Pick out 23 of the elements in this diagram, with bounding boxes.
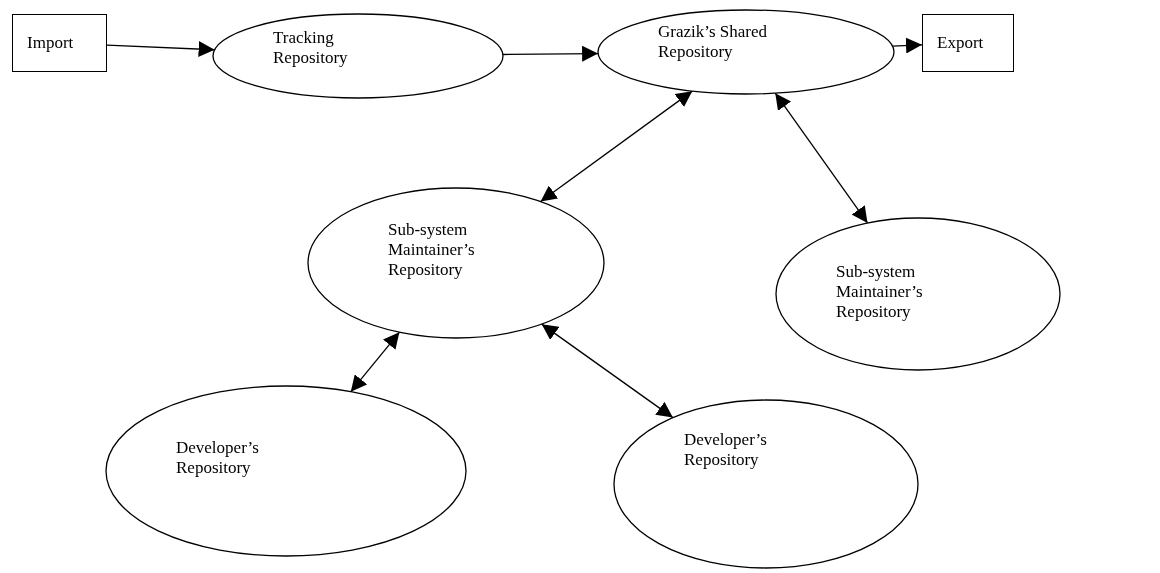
repository-ellipse [614, 400, 918, 568]
process-box [922, 14, 1014, 72]
arrow [106, 41, 216, 58]
process-box [12, 14, 107, 72]
arrow [891, 37, 923, 54]
arrow [774, 92, 869, 224]
repository-ellipse [106, 386, 466, 556]
node-label: Import [27, 33, 75, 53]
arrow [502, 45, 599, 62]
repository-ellipse [213, 14, 503, 98]
node-label: Sub-system Maintainer’s Repository [388, 220, 476, 280]
node-label: Sub-system Maintainer’s Repository [836, 262, 924, 322]
arrow [350, 331, 400, 393]
node-label: Developer’s Repository [684, 430, 768, 470]
node-label: Tracking Repository [273, 28, 349, 68]
repository-ellipse [776, 218, 1060, 370]
node-label: Grazik’s Shared Repository [658, 22, 769, 62]
arrow [541, 323, 674, 419]
repository-ellipse [598, 10, 894, 94]
arrow [539, 90, 693, 203]
repository-ellipse [308, 188, 604, 338]
node-label: Export [937, 33, 985, 53]
node-label: Developer’s Repository [176, 438, 260, 478]
